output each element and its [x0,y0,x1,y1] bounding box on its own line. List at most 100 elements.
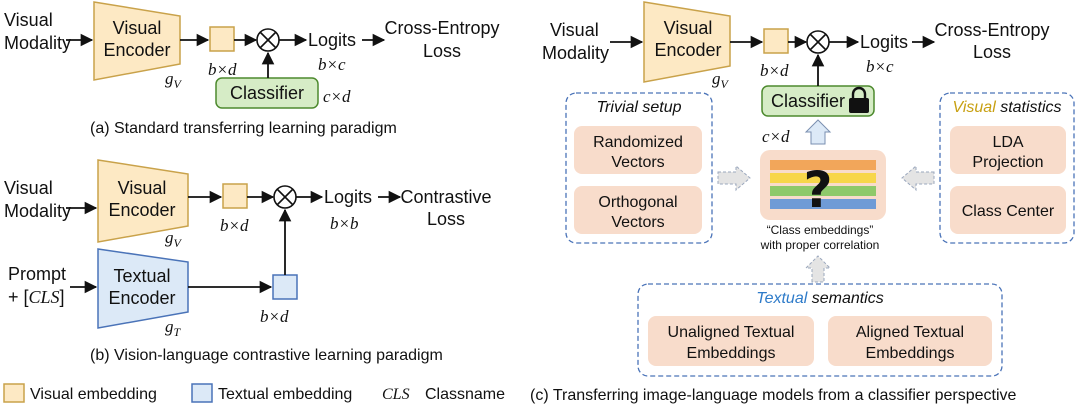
trivial-option-randomized-line1: Randomized [593,134,683,151]
panel-b-text-sym: g [165,317,174,336]
textual-semantics-rest: semantics [807,290,883,307]
legend-visual-swatch [3,383,25,403]
panel-c-product-icon [806,30,830,54]
panel-b-encoder-symbol: gV [165,228,183,250]
panel-b-loss-line1: Contrastive [400,187,491,207]
textual-option-unaligned-line2: Embeddings [687,345,776,362]
panel-c-encoder-symbol: gV [712,69,730,91]
legend-textual-swatch [191,383,213,403]
legend-textual-label: Textual embedding [218,386,352,403]
legend-classname-label: Classname [425,386,505,403]
visual-option-lda-line1: LDA [992,134,1023,151]
panel-b-textual-embedding [272,274,298,300]
textual-option-aligned [828,316,992,366]
embedding-bar-green [770,186,876,196]
panel-a-input-line1: Visual [4,10,53,30]
trivial-option-orthogonal-line1: Orthogonal [598,194,677,211]
textual-semantics-group [637,283,1003,377]
visual-option-class-center-label: Class Center [962,203,1055,220]
panel-a-input-line2: Modality [4,33,71,53]
panel-c-classifier-label: Classifier [771,91,845,111]
panel-b-prompt-line1: Prompt [8,264,66,284]
panel-c-logits: Logits [860,32,908,52]
trivial-setup-title: Trivial setup [596,99,681,116]
panel-b-text-encoder-line2: Encoder [108,288,175,308]
panel-b-text-encoder-line1: Textual [113,266,170,286]
lock-icon [849,86,869,113]
panel-b-encoder-line2: Encoder [108,200,175,220]
panel-b: Visual Modality Visual Encoder gV b×d Lo… [4,159,492,364]
block-arrow-from-textual [804,255,832,283]
panel-c-encoder-line2: Encoder [654,40,721,60]
panel-c-logits-dim: b×c [866,57,894,76]
block-arrow-from-trivial [717,164,751,192]
panel-c-loss-line2: Loss [973,42,1011,62]
panel-c-encoder-line1: Visual [664,18,713,38]
panel-c: Visual Modality Visual Encoder gV b×d Lo… [530,1,1075,404]
legend-visual-label: Visual embedding [30,386,157,403]
panel-b-feature-dim: b×d [220,216,249,235]
panel-b-textual-encoder [97,248,189,329]
panel-c-input-line1: Visual [550,20,599,40]
panel-b-prompt-cls: CLS [29,287,60,307]
textual-option-aligned-line2: Embeddings [866,345,955,362]
embedding-bar-blue [770,199,876,209]
panel-b-text-sub: T [174,325,182,339]
textual-semantics-accent: Textual [756,290,807,307]
visual-statistics-rest: statistics [996,99,1062,116]
visual-statistics-group [939,92,1075,244]
textual-semantics-title: Textual semantics [756,290,883,307]
trivial-option-orthogonal-line2: Vectors [611,214,664,231]
question-mark-icon: ? [803,161,832,219]
visual-option-lda [950,126,1066,174]
panel-c-encoder-sym: g [712,69,721,88]
panel-c-classifier-dim: c×d [762,127,790,146]
class-embeddings-caption-line2: with proper correlation [760,238,880,252]
panel-b-input-line2: Modality [4,201,71,221]
panel-b-encoder-line1: Visual [118,178,167,198]
panel-c-input-line2: Modality [542,43,609,63]
panel-b-loss-line2: Loss [427,209,465,229]
panel-c-encoder-sub: V [721,77,730,91]
panel-c-visual-encoder [643,1,731,83]
panel-b-input-line1: Visual [4,178,53,198]
panel-c-loss-line1: Cross-Entropy [934,20,1049,40]
embedding-bar-orange [770,160,876,170]
panel-b-caption: (b) Vision-language contrastive learning… [90,347,443,364]
panel-a-loss-line1: Cross-Entropy [384,18,499,38]
panel-c-caption: (c) Transferring image-language models f… [530,387,1017,404]
panel-a-encoder-symbol: gV [165,69,183,91]
panel-a-loss-line2: Loss [423,41,461,61]
panel-b-encoder-sym: g [165,228,174,247]
trivial-option-orthogonal [574,186,702,234]
panel-a-caption: (a) Standard transferring learning parad… [90,120,397,137]
panel-b-visual-embedding [222,183,248,209]
trivial-option-randomized-line2: Vectors [611,154,664,171]
panel-a-feature-dim: b×d [208,60,237,79]
trivial-option-randomized [574,126,702,174]
panel-a-encoder-line2: Encoder [103,40,170,60]
panel-b-product-icon [273,185,297,209]
embedding-bar-yellow [770,173,876,183]
panel-a-product-icon [256,28,280,52]
textual-option-aligned-line1: Aligned Textual [856,324,964,341]
panel-a-encoder-sym: g [165,69,174,88]
textual-option-unaligned-line1: Unaligned Textual [668,324,795,341]
block-arrow-from-visual [901,164,935,192]
panel-b-prompt-plus: + [ [8,287,29,307]
panel-b-text-encoder-symbol: gT [165,317,182,339]
panel-b-visual-encoder [97,159,189,243]
textual-option-unaligned [648,316,814,366]
visual-option-class-center [950,186,1066,234]
panel-a-logits: Logits [308,30,356,50]
panel-a-visual-embedding [209,26,235,52]
panel-a-classifier [215,77,319,109]
panel-b-encoder-sub: V [174,236,183,250]
panel-c-feature-dim: b×d [760,61,789,80]
legend-cls-symbol: CLS [382,386,410,403]
visual-statistics-accent: Visual [952,99,996,116]
panel-a-encoder-sub: V [174,77,183,91]
panel-b-logits: Logits [324,187,372,207]
legend: Visual embedding Textual embedding CLS C… [3,383,505,403]
